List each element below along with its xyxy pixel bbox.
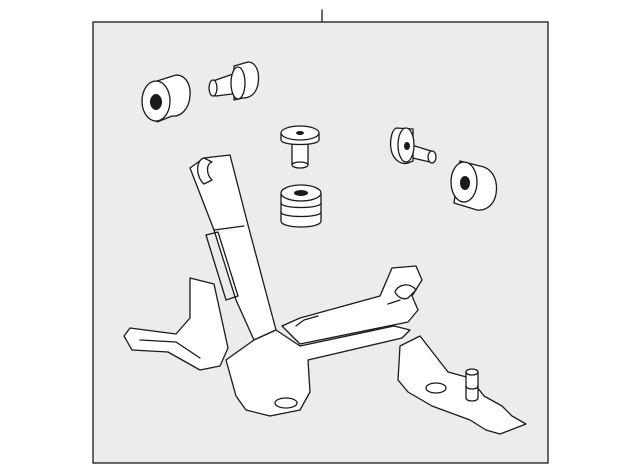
pin-right-icon: [389, 127, 437, 165]
bracket-icon: [123, 154, 527, 435]
grommet-center-icon: [280, 184, 322, 228]
pin-left-icon: [208, 61, 260, 101]
pin-center-icon: [280, 125, 320, 169]
grommet-left-icon: [141, 74, 191, 123]
grommet-right-icon: [450, 160, 498, 211]
